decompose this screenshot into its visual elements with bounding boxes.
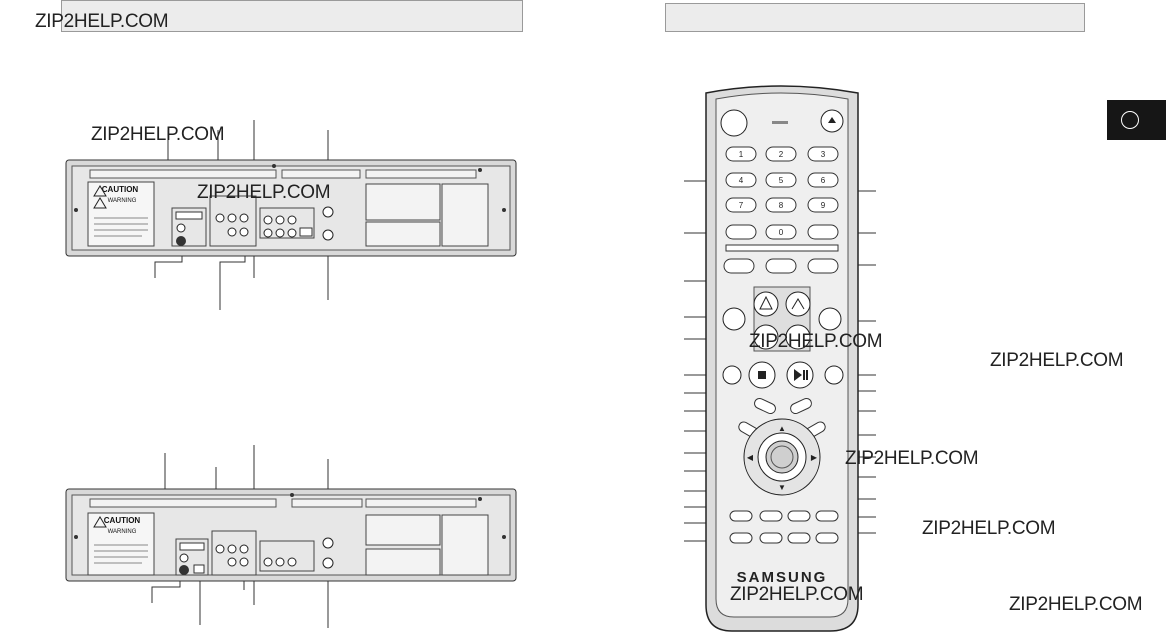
watermark: ZIP2HELP.COM — [1009, 594, 1143, 615]
remote-button[interactable] — [753, 397, 777, 415]
number-key-2[interactable] — [765, 146, 797, 162]
channel-up-button[interactable] — [753, 291, 779, 317]
warning-label: WARNING — [108, 529, 137, 535]
arrow-down-icon[interactable]: ▼ — [778, 483, 786, 492]
vcr-rear-panel-top: CAUTION WARNING — [65, 120, 517, 310]
remote-button[interactable] — [807, 258, 839, 274]
watermark: ZIP2HELP.COM — [730, 584, 864, 605]
key-label: 6 — [821, 176, 826, 185]
arrow-up-icon[interactable]: ▲ — [778, 424, 786, 433]
volume-up-button[interactable] — [785, 291, 811, 317]
skip-forward-button[interactable] — [824, 365, 844, 385]
number-keypad — [725, 146, 839, 240]
key-label: 5 — [779, 176, 784, 185]
remote-button[interactable] — [759, 510, 783, 522]
brand-logo: SAMSUNG — [737, 569, 828, 586]
channel-down-button[interactable] — [753, 324, 779, 350]
number-key-0[interactable] — [765, 224, 797, 240]
key-label: 1 — [739, 150, 744, 159]
play-mode-button[interactable] — [818, 307, 842, 331]
arrow-left-icon[interactable]: ◀ — [747, 453, 754, 462]
right-page-header-bar — [665, 3, 1085, 32]
remote-button[interactable] — [729, 510, 753, 522]
caution-label: CAUTION — [104, 516, 141, 525]
watermark: ZIP2HELP.COM — [91, 124, 225, 145]
key-label: 9 — [821, 201, 826, 210]
circle-icon — [1121, 111, 1139, 129]
key-label: 4 — [739, 176, 744, 185]
arrow-right-icon[interactable]: ▶ — [811, 453, 818, 462]
watermark: ZIP2HELP.COM — [197, 182, 331, 203]
remote-button[interactable] — [815, 510, 839, 522]
watermark: ZIP2HELP.COM — [922, 518, 1056, 539]
language-tab — [1107, 100, 1166, 140]
number-key-6[interactable] — [807, 172, 839, 188]
remote-button[interactable] — [759, 532, 783, 544]
remote-button[interactable] — [723, 258, 755, 274]
vcr-rear-panel-bottom: CAUTION WARNING — [65, 445, 517, 628]
volume-down-button[interactable] — [785, 324, 811, 350]
remote-button[interactable] — [729, 532, 753, 544]
number-key-5[interactable] — [765, 172, 797, 188]
watermark: ZIP2HELP.COM — [749, 331, 883, 352]
key-label: 3 — [821, 150, 826, 159]
number-key-3[interactable] — [807, 146, 839, 162]
watermark: ZIP2HELP.COM — [845, 448, 979, 469]
clear-key[interactable] — [725, 224, 757, 240]
remote-button[interactable] — [815, 532, 839, 544]
left-page-header-bar — [61, 0, 523, 32]
key-label: 7 — [739, 201, 744, 210]
number-key-7[interactable] — [725, 197, 757, 213]
remote-button[interactable] — [765, 258, 797, 274]
remote-button[interactable] — [787, 510, 811, 522]
key-label: 2 — [779, 150, 784, 159]
number-key-8[interactable] — [765, 197, 797, 213]
remote-control-diagram: 1 2 3 4 5 6 7 8 9 0 ▲ ▼ ◀ ▶ — [684, 85, 876, 632]
warning-label: WARNING — [108, 198, 137, 204]
speed-key[interactable] — [807, 224, 839, 240]
skip-back-button[interactable] — [722, 365, 742, 385]
menu-button[interactable] — [722, 307, 746, 331]
number-key-4[interactable] — [725, 172, 757, 188]
power-button[interactable] — [720, 109, 748, 137]
remote-button[interactable] — [787, 532, 811, 544]
caution-label: CAUTION — [102, 185, 139, 194]
number-key-9[interactable] — [807, 197, 839, 213]
number-key-1[interactable] — [725, 146, 757, 162]
key-label: 8 — [779, 201, 784, 210]
watermark: ZIP2HELP.COM — [990, 350, 1124, 371]
watermark: ZIP2HELP.COM — [35, 11, 169, 32]
key-label: 0 — [779, 228, 784, 237]
remote-button[interactable] — [789, 397, 813, 415]
